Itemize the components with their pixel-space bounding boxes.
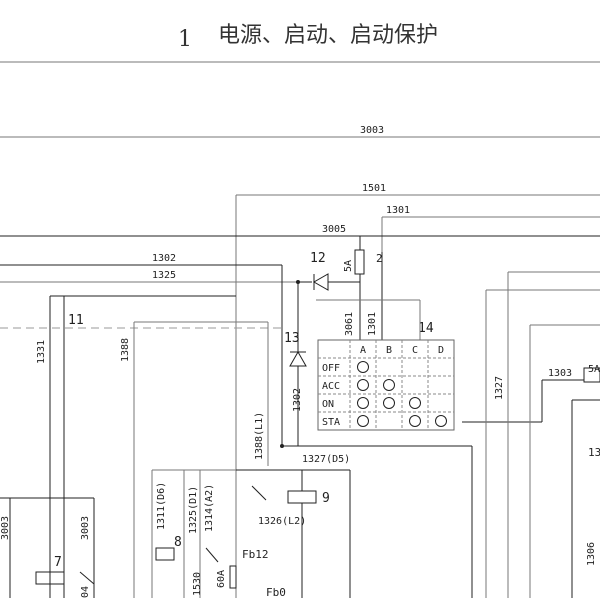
- relay-8-coil: [155, 547, 175, 561]
- switch-column-label: B: [386, 345, 392, 356]
- wire-label-3003-b: 3003: [80, 516, 91, 540]
- switch-contact-mark: [435, 415, 447, 427]
- wire-label-1302-vertical: 1302: [292, 388, 303, 412]
- title-number: 1: [178, 27, 192, 52]
- switch-contact-mark: [383, 379, 395, 391]
- switch-table-frame: [317, 339, 455, 431]
- fuse-60A: [229, 565, 237, 589]
- wire-label-3061: 3061: [344, 312, 355, 336]
- wire-label-1327: 1327: [494, 376, 505, 400]
- component-12: 12: [310, 251, 326, 266]
- diode-12: [312, 273, 329, 291]
- fuse-right-rating: 5A: [588, 364, 600, 375]
- wire-label-3005: 3005: [322, 224, 346, 235]
- switch-column-label: D: [438, 345, 444, 356]
- wire-label-1311-D6: 1311(D6): [156, 482, 167, 530]
- wire-label-1301: 1301: [386, 205, 410, 216]
- relay7-contact: [79, 571, 95, 585]
- switch-contact-mark: [357, 379, 369, 391]
- wire-label-1325: 1325: [152, 270, 176, 281]
- fuse-right: [583, 367, 600, 383]
- wire-label-1302: 1302: [152, 253, 176, 264]
- wire-label-04: 04: [80, 586, 91, 598]
- wire-label-1301-vertical: 1301: [367, 312, 378, 336]
- wire-label-1331: 1331: [36, 340, 47, 364]
- wire-label-3003: 3003: [360, 125, 384, 136]
- switch-contact-mark: [409, 415, 421, 427]
- fusible-link-0: Fb0: [266, 586, 286, 598]
- wire-label-1530: 1530: [192, 572, 203, 596]
- wire-label-1388-L1: 1388(L1): [254, 412, 265, 460]
- wire-label-1314-A2: 1314(A2): [204, 484, 215, 532]
- component-8: 8: [174, 535, 182, 550]
- relay-9-coil: [287, 490, 317, 504]
- switch-contact-mark: [357, 397, 369, 409]
- component-9: 9: [322, 491, 330, 506]
- relay8-contact: [205, 547, 219, 563]
- wire-label-1501: 1501: [362, 183, 386, 194]
- diode-13: [289, 350, 307, 367]
- switch-column-label: A: [360, 345, 366, 356]
- switch-row-label: ON: [322, 399, 334, 410]
- relay-7-coil: [35, 571, 65, 585]
- wire-label-1327-D5: 1327(D5): [302, 454, 350, 465]
- wire-label-1326-L2: 1326(L2): [258, 516, 306, 527]
- wire-label-3003-a: 3003: [0, 516, 11, 540]
- wire-label-1303: 1303: [548, 368, 572, 379]
- relay9-contact: [251, 485, 267, 501]
- ignition-switch-table: A B C D OFF ACC ON STA: [317, 339, 455, 431]
- component-11: 11: [68, 313, 84, 328]
- component-14: 14: [418, 321, 434, 336]
- wire-label-1306: 1306: [586, 542, 597, 566]
- fuse-number: 2: [376, 252, 383, 265]
- component-13: 13: [284, 331, 300, 346]
- switch-row-label: ACC: [322, 381, 340, 392]
- switch-row-label: OFF: [322, 363, 340, 374]
- fuse-rating: 5A: [343, 260, 354, 272]
- wire-label-1388: 1388: [120, 338, 131, 362]
- switch-contact-mark: [409, 397, 421, 409]
- fusible-link-12: Fb12: [242, 548, 269, 561]
- page-title: 电源、启动、启动保护: [218, 23, 438, 48]
- switch-column-label: C: [412, 345, 418, 356]
- switch-row-label: STA: [322, 417, 340, 428]
- switch-contact-mark: [357, 415, 369, 427]
- component-7: 7: [54, 555, 62, 570]
- fuse-2: [354, 249, 365, 275]
- switch-contact-mark: [383, 397, 395, 409]
- wire-label-13-right: 13: [588, 446, 600, 459]
- wire-label-1325-D1: 1325(D1): [188, 486, 199, 534]
- wire-label-60A: 60A: [216, 570, 227, 588]
- switch-contact-mark: [357, 361, 369, 373]
